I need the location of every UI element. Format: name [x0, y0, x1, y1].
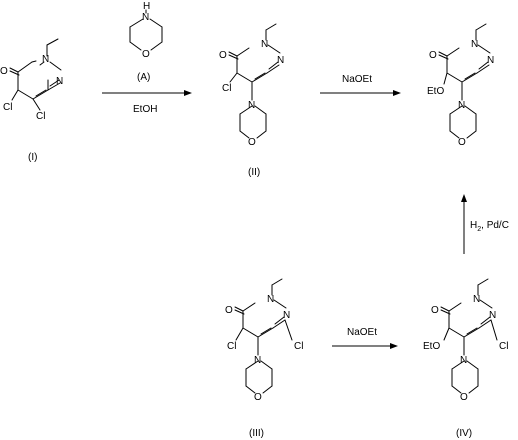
atom-o: O [431, 305, 439, 316]
reagent-naoet-bottom: NaOEt [347, 327, 377, 338]
h2-symbol: H [470, 220, 477, 231]
arrow-head-icon [461, 194, 467, 202]
atom-n: N [248, 100, 255, 111]
atom-o: O [460, 392, 468, 403]
compound-1-label: (I) [28, 152, 37, 163]
atom-cl: Cl [499, 341, 508, 352]
atom-n: N [489, 310, 496, 321]
atom-n: N [267, 294, 274, 305]
compound-2-structure: N N O Cl N O [219, 23, 284, 148]
compound-1-structure: N N O Cl Cl [0, 38, 63, 122]
h2-subscript: 2 [477, 226, 481, 233]
atom-o: O [458, 137, 466, 148]
atom-o: O [0, 66, 8, 77]
reagent-morpholine-label: (A) [137, 72, 150, 83]
atom-o: O [248, 137, 256, 148]
atom-n: N [283, 310, 290, 321]
atom-n: N [277, 55, 284, 66]
compound-3-structure: N N O Cl Cl N O [225, 278, 303, 403]
morpholine-structure: H N O [129, 1, 163, 60]
reagent-etoh: EtOH [133, 104, 157, 115]
atom-cl: Cl [36, 111, 45, 122]
atom-cl: Cl [222, 83, 231, 94]
compound-4-structure: N N O EtO Cl N O [423, 278, 508, 403]
compound-4-label: (IV) [456, 428, 472, 439]
atom-cl: Cl [294, 341, 303, 352]
reagent-h2: H2, Pd/C [470, 220, 509, 233]
atom-h: H [143, 1, 150, 12]
compound-2-label: (II) [248, 167, 260, 178]
atom-n: N [473, 294, 480, 305]
atom-o: O [142, 49, 150, 60]
atom-n: N [42, 54, 49, 65]
reagent-naoet-top: NaOEt [342, 74, 372, 85]
atom-n: N [142, 12, 149, 23]
atom-n: N [458, 100, 465, 111]
atom-cl: Cl [3, 102, 12, 113]
arrow-head-icon [184, 90, 192, 96]
compound-3-label: (III) [249, 428, 264, 439]
atom-eto: EtO [427, 86, 444, 97]
atom-n: N [471, 39, 478, 50]
arrow-head-icon [393, 90, 401, 96]
atom-n: N [254, 355, 261, 366]
arrow-head-icon [390, 343, 398, 349]
atom-o: O [254, 392, 262, 403]
atom-cl: Cl [227, 341, 236, 352]
atom-n: N [261, 39, 268, 50]
atom-o: O [225, 305, 233, 316]
atom-n: N [56, 76, 63, 87]
pdc-catalyst: , Pd/C [481, 220, 509, 231]
atom-eto: EtO [423, 341, 440, 352]
product-structure: N N O EtO N O [427, 23, 494, 148]
atom-n: N [460, 355, 467, 366]
atom-o: O [429, 50, 437, 61]
atom-n: N [487, 55, 494, 66]
atom-o: O [219, 50, 227, 61]
